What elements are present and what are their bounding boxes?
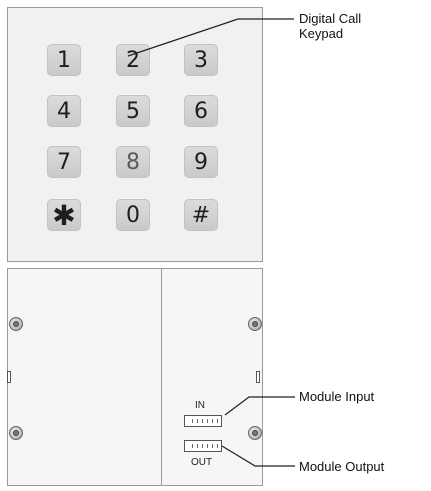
key-4[interactable]: 4 bbox=[47, 95, 81, 127]
screw-top-right-icon bbox=[248, 317, 262, 331]
key-3[interactable]: 3 bbox=[184, 44, 218, 76]
key-7[interactable]: 7 bbox=[47, 146, 81, 178]
port-out-label: OUT bbox=[191, 457, 213, 468]
key-6[interactable]: 6 bbox=[184, 95, 218, 127]
keypad-leader-line bbox=[127, 18, 294, 57]
module-input-callout: Module Input bbox=[299, 389, 375, 404]
key-1[interactable]: 1 bbox=[47, 44, 81, 76]
key-hash[interactable]: # bbox=[184, 199, 218, 231]
output-leader-line bbox=[221, 445, 295, 467]
input-leader-line bbox=[224, 396, 295, 416]
keypad-callout-line2: Keypad bbox=[299, 26, 344, 41]
screw-top-left-icon bbox=[9, 317, 23, 331]
key-9[interactable]: 9 bbox=[184, 146, 218, 178]
key-5[interactable]: 5 bbox=[116, 95, 150, 127]
key-0[interactable]: 0 bbox=[116, 199, 150, 231]
screw-bottom-left-icon bbox=[9, 426, 23, 440]
key-8[interactable]: 8 bbox=[116, 146, 150, 178]
module-input-connector[interactable] bbox=[184, 415, 222, 427]
module-output-connector[interactable] bbox=[184, 440, 222, 452]
key-star[interactable]: ✱ bbox=[47, 199, 81, 232]
port-in-label: IN bbox=[195, 400, 205, 411]
screw-bottom-right-icon bbox=[248, 426, 262, 440]
door-divider bbox=[161, 268, 162, 486]
keypad-callout-line1: Digital Call bbox=[299, 11, 362, 26]
left-hinge-icon bbox=[7, 371, 11, 383]
module-output-callout: Module Output bbox=[299, 459, 385, 474]
right-hinge-icon bbox=[256, 371, 260, 383]
